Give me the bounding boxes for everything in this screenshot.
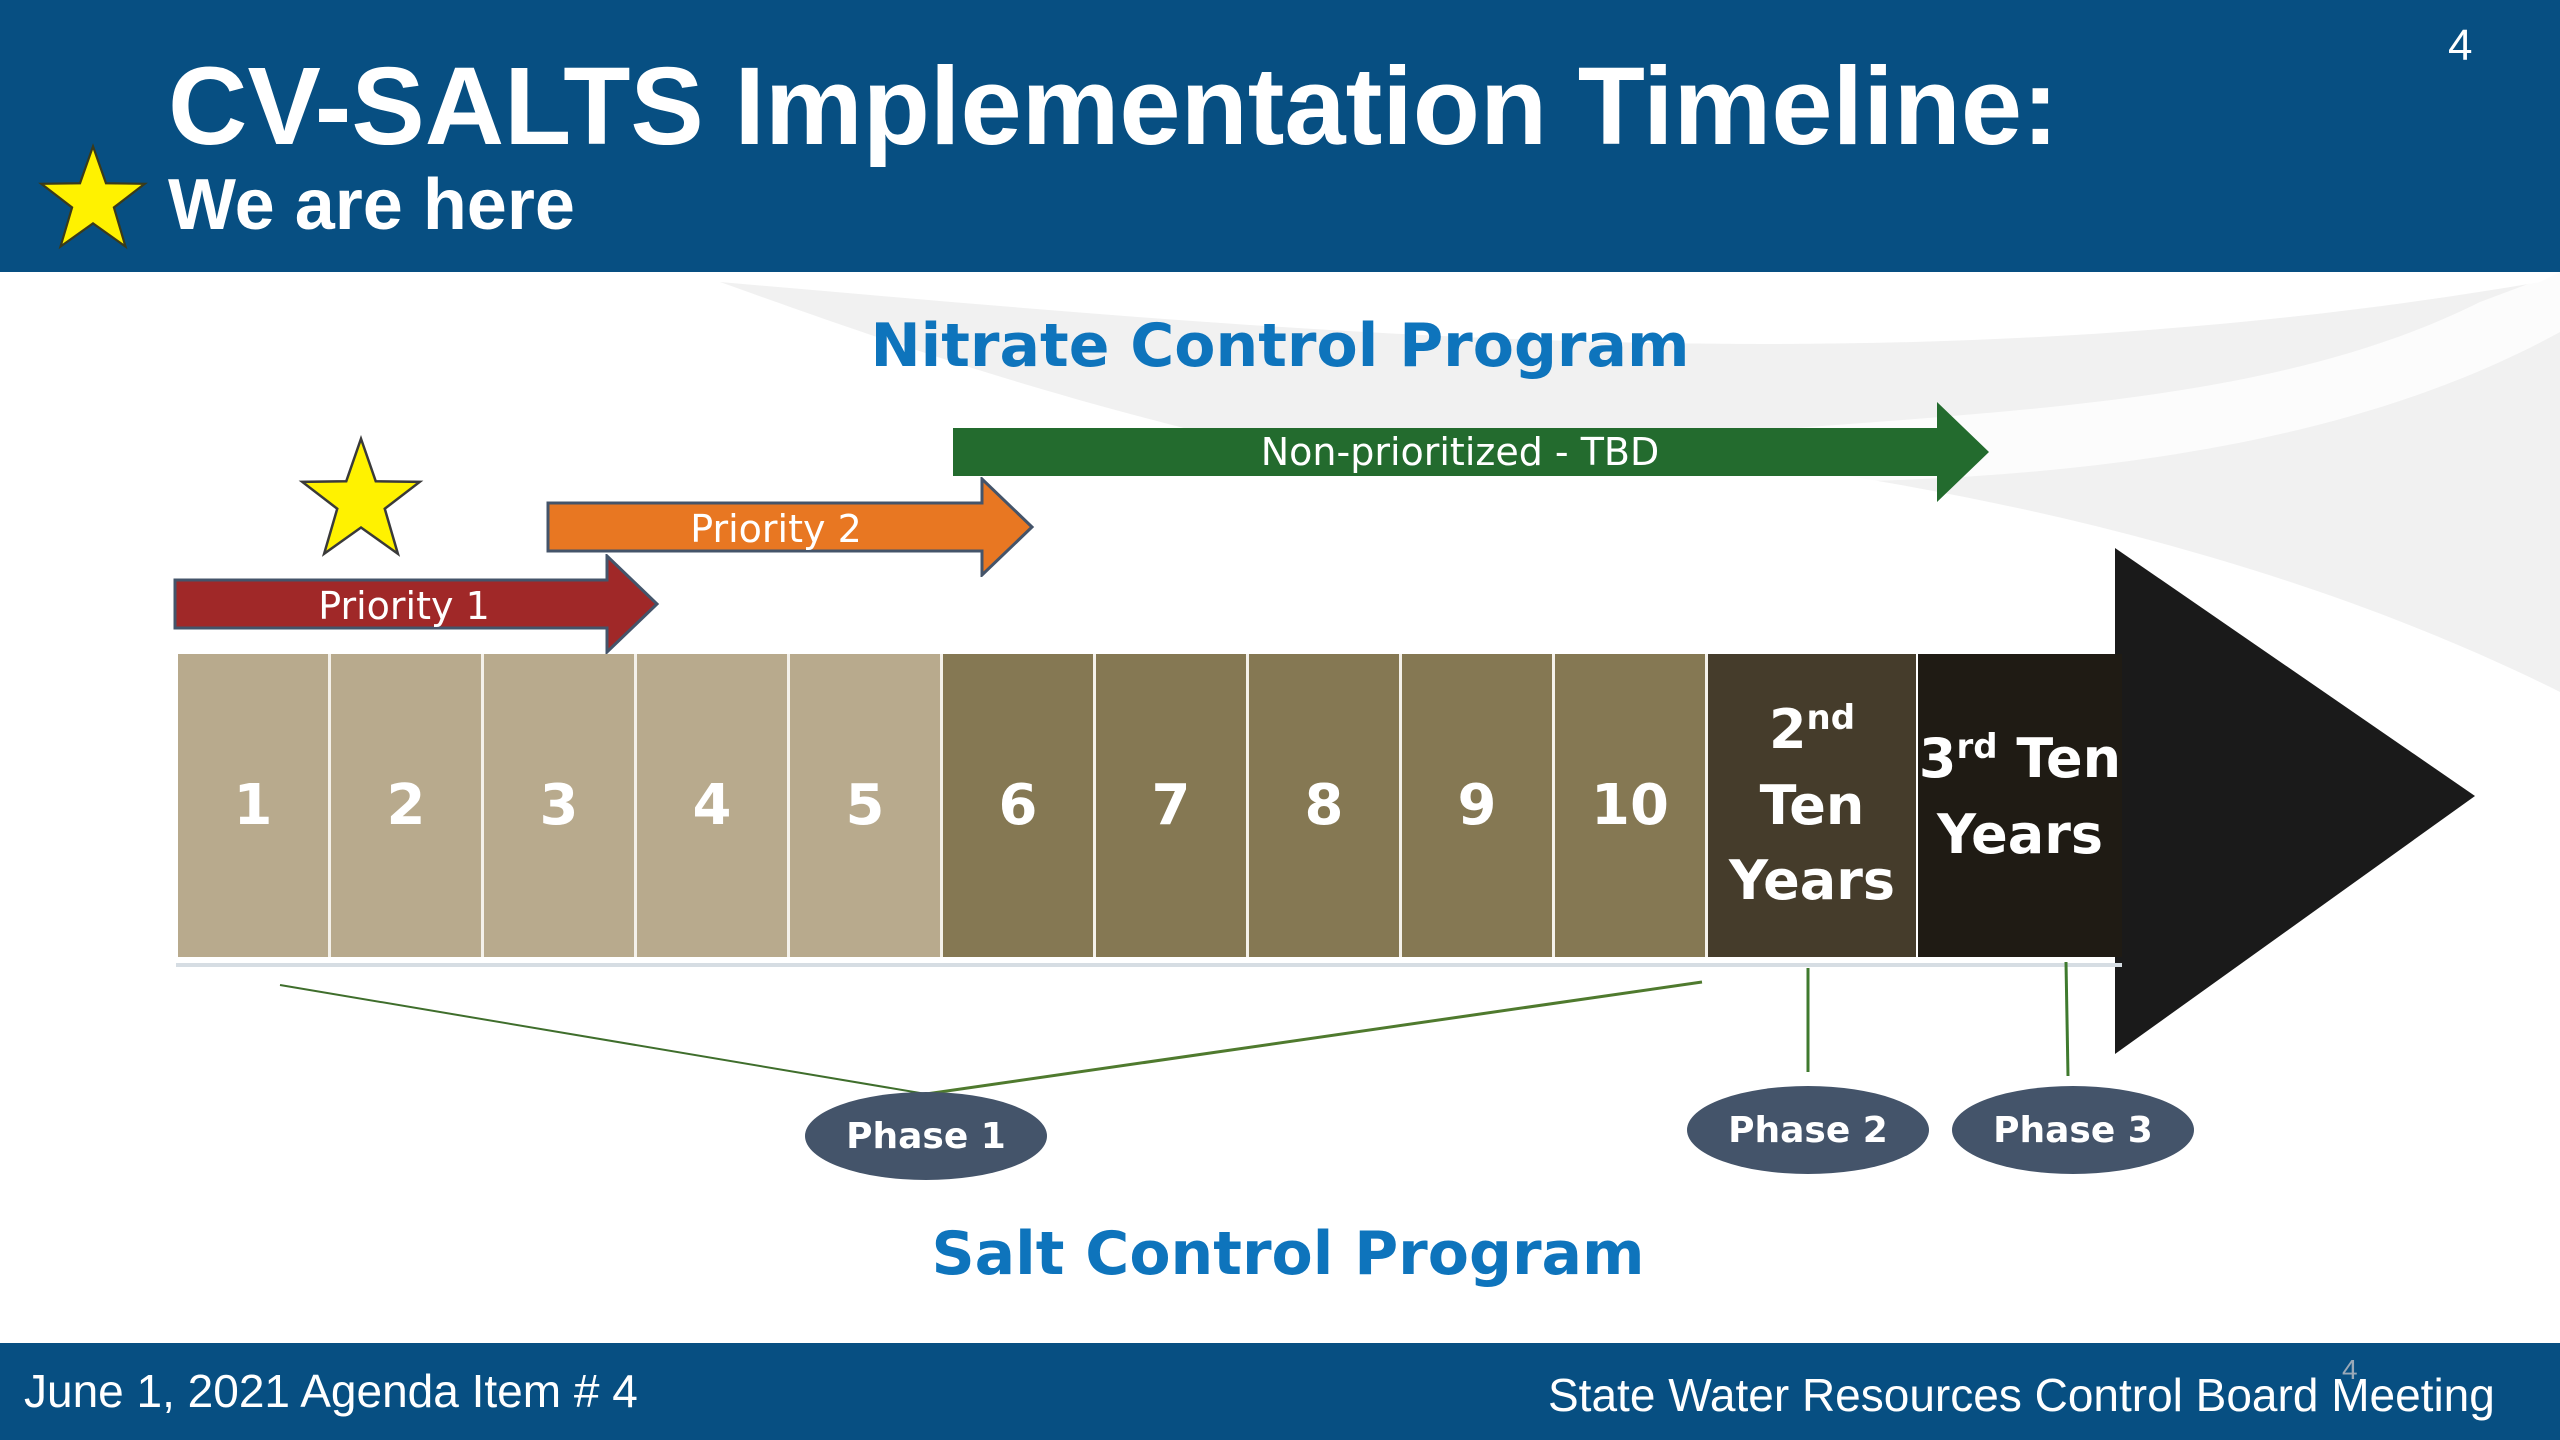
- salt-program-heading: Salt Control Program: [931, 1219, 1645, 1289]
- page-title: CV-SALTS Implementation Timeline:: [168, 45, 2059, 168]
- second-decade-line2: Years: [1729, 849, 1895, 913]
- non-prioritized-arrow: [953, 402, 1989, 502]
- priority-1-arrow: [173, 554, 660, 654]
- priority-2-label: Priority 2: [690, 507, 862, 551]
- third-decade-line1: Ten: [2016, 726, 2122, 790]
- year-cell-1: 1: [178, 654, 331, 957]
- second-decade-suffix: nd: [1806, 698, 1856, 739]
- second-decade-line1: Ten: [1759, 773, 1865, 837]
- third-decade-ordinal: 3: [1918, 726, 1957, 790]
- footer-date-agenda: June 1, 2021 Agenda Item # 4: [24, 1365, 638, 1417]
- star-icon: [38, 143, 148, 250]
- year-cell-8: 8: [1249, 654, 1402, 957]
- priority-2-arrow: [546, 477, 1035, 577]
- year-cell-10: 10: [1555, 654, 1708, 957]
- priority-1-label: Priority 1: [318, 584, 490, 628]
- second-ten-years-cell: 2nd Ten Years: [1708, 654, 1918, 957]
- year-cell-6: 6: [943, 654, 1096, 957]
- non-prioritized-label: Non-prioritized - TBD: [1260, 430, 1660, 474]
- year-cell-9: 9: [1402, 654, 1555, 957]
- page-number: 4: [2448, 21, 2473, 70]
- page-subtitle: We are here: [168, 165, 575, 245]
- footer-meeting-name: State Water Resources Control Board Meet…: [1548, 1369, 2495, 1421]
- third-decade-line2: Years: [1937, 802, 2103, 866]
- third-ten-years-cell: 3rd Ten Years: [1918, 654, 2122, 957]
- second-decade-ordinal: 2: [1768, 698, 1807, 762]
- background-swoosh: [720, 272, 2560, 692]
- phase-3-badge: Phase 3: [1952, 1086, 2194, 1174]
- third-decade-suffix: rd: [1956, 726, 1998, 767]
- year-cell-3: 3: [484, 654, 637, 957]
- year-cell-2: 2: [331, 654, 484, 957]
- phase-2-badge: Phase 2: [1687, 1086, 1929, 1174]
- we-are-here-star-icon: [298, 435, 424, 557]
- year-cell-5: 5: [790, 654, 943, 957]
- timeline-arrowhead: [2115, 548, 2475, 1054]
- year-cell-4: 4: [637, 654, 790, 957]
- nitrate-program-heading: Nitrate Control Program: [870, 311, 1690, 381]
- timeline-baseline: [176, 963, 2122, 967]
- footer-page-number: 4: [2342, 1354, 2358, 1385]
- year-cell-7: 7: [1096, 654, 1249, 957]
- phase-1-badge: Phase 1: [805, 1092, 1047, 1180]
- footer-bar: [0, 1343, 2560, 1440]
- header-bar: [0, 0, 2560, 272]
